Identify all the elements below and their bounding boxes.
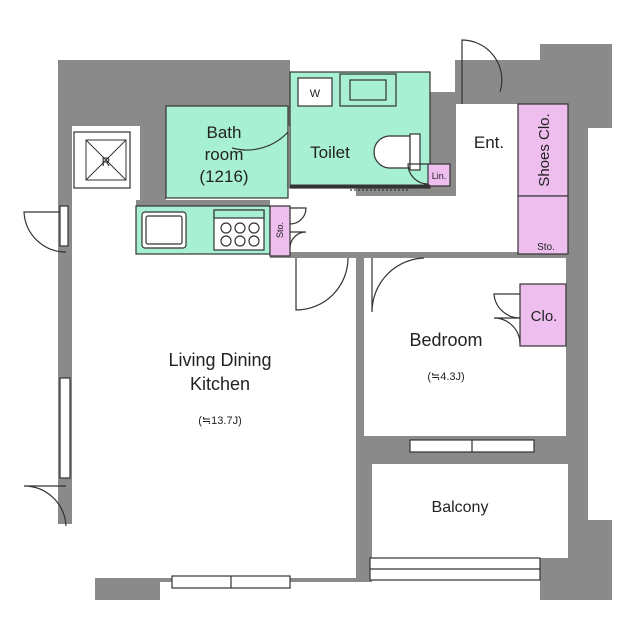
vent-diag-2 (85, 139, 127, 181)
storage-right-label: Sto. (537, 242, 555, 253)
partition-bedroom-left (356, 256, 364, 582)
ldk-label-line2: Kitchen (190, 374, 250, 394)
door-west-lower (23, 485, 67, 527)
shoes-closet-label: Shoes Clo. (536, 113, 553, 186)
vent-box (73, 131, 131, 189)
washer-box (297, 77, 333, 107)
linen-box (427, 163, 451, 187)
wall-top-right (540, 44, 612, 128)
kitchen-sink-inner (145, 215, 183, 245)
door-bath (231, 130, 289, 188)
vent-shaft (73, 131, 131, 189)
labels: Bath room (1216) Toilet W Lin. Ent. Shoe… (102, 88, 558, 516)
partitions (136, 104, 588, 582)
door-linen (407, 163, 429, 185)
door-sto-b (289, 231, 307, 249)
partition-right-wall (566, 258, 588, 458)
partition-kitchen-top (136, 200, 270, 206)
toilet-seat-back (409, 133, 421, 171)
ldk-label-line1: Living Dining (168, 350, 271, 370)
door-entrance (461, 39, 503, 104)
partition-balcony-top (364, 452, 570, 464)
bath-label-line2: room (205, 145, 244, 164)
windows (59, 205, 541, 589)
burner-6 (248, 235, 260, 247)
doors (23, 39, 521, 527)
bedroom-label: Bedroom (409, 330, 482, 350)
fixtures (141, 73, 430, 251)
burner-3 (248, 222, 260, 234)
toilet-label: Toilet (310, 143, 350, 162)
washer-label: W (310, 88, 321, 100)
bath-size-label: (1216) (199, 167, 248, 186)
storage-areas (269, 103, 569, 347)
toilet-bowl (373, 135, 411, 169)
door-ldk-corridor (295, 257, 349, 311)
toilet-tank (339, 73, 397, 107)
vent-label: R (102, 155, 111, 169)
ldk-area-label: (≒13.7J) (198, 415, 241, 427)
vent-inner (85, 139, 127, 181)
bedroom-area-label: (≒4.3J) (427, 371, 464, 383)
entrance-floor (456, 104, 518, 196)
burner-5 (234, 235, 246, 247)
toilet-tank-inner (349, 79, 387, 101)
bedroom-closet-box (519, 283, 567, 347)
kitchen-sink (141, 211, 187, 249)
bath-label-line1: Bath (207, 123, 242, 142)
balcony-floor (372, 464, 568, 558)
balcony-label: Balcony (432, 499, 489, 516)
storage-right-box (517, 195, 569, 255)
shoes-closet (517, 103, 569, 197)
burner-2 (234, 222, 246, 234)
entrance-label: Ent. (474, 133, 504, 152)
linen-label: Lin. (432, 171, 447, 181)
storage-small-label: Sto. (275, 222, 285, 238)
door-sto-a (289, 207, 307, 225)
door-bedroom (371, 257, 425, 313)
door-west-upper (23, 211, 67, 253)
ldk-lower-floor (160, 520, 360, 578)
partition-corridor-bottom (270, 252, 570, 258)
stove-top-bar (213, 209, 265, 219)
burner-1 (220, 222, 232, 234)
window-west (59, 377, 71, 479)
partition-bath-left (140, 104, 166, 204)
window-corridor-top (59, 205, 69, 247)
bedroom-closet-label: Clo. (531, 308, 558, 325)
corridor-floor (270, 196, 520, 258)
door-closet-b (493, 317, 521, 345)
storage-small-box (269, 205, 291, 257)
burner-4 (220, 235, 232, 247)
